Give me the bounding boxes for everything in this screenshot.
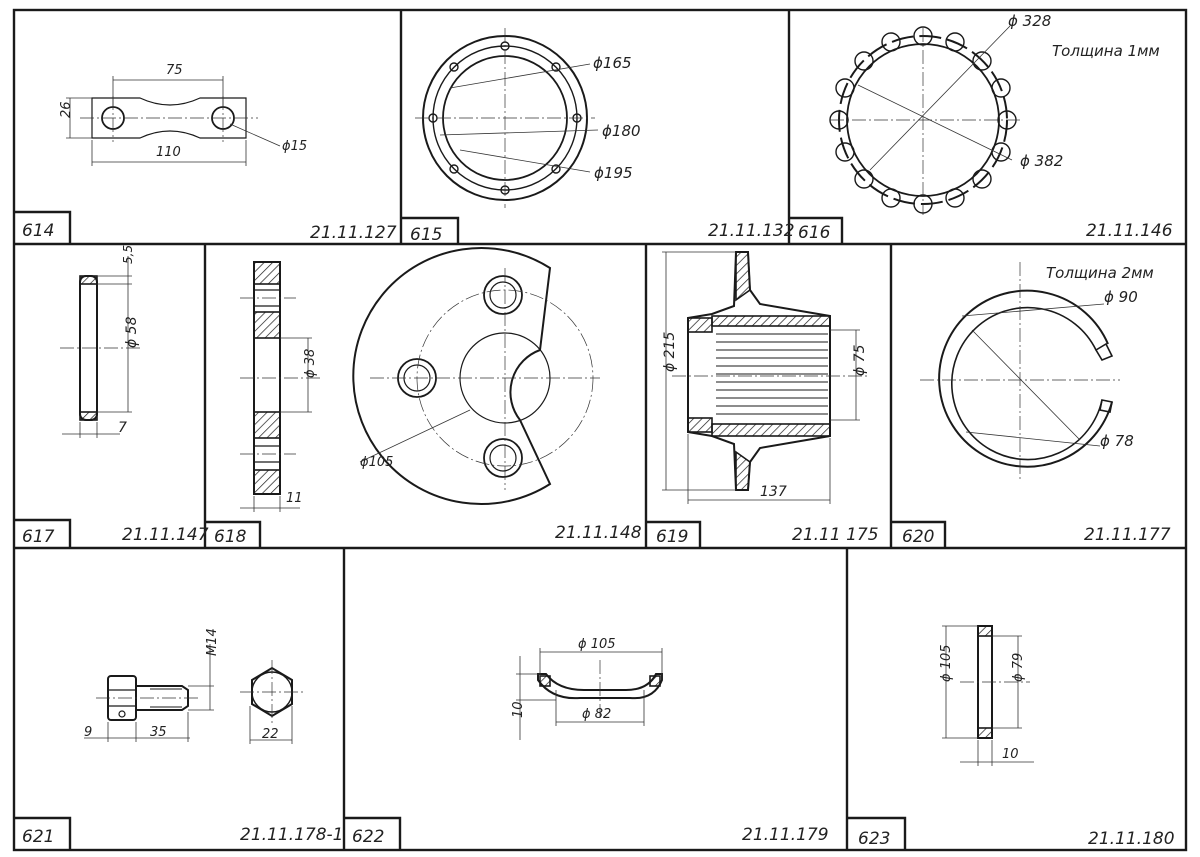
dim-length-110: 110 <box>156 145 181 160</box>
cell-number: 620 <box>902 527 934 547</box>
cell-622: ϕ 105 ϕ 82 10 622 21.11.179 <box>352 637 829 847</box>
dim-11: 11 <box>286 491 303 506</box>
hub-flange-outline <box>687 251 831 491</box>
cell-number: 617 <box>22 527 55 547</box>
hole-top <box>483 275 523 315</box>
cell-number: 619 <box>656 527 688 547</box>
dim-diameter-79: ϕ 79 <box>1011 653 1026 682</box>
dim-hole-diameter: ϕ15 <box>282 139 307 154</box>
part-code: 21.11 175 <box>792 525 879 545</box>
cell-620: ϕ 90 ϕ 78 Толщина 2мм 620 21.11.177 <box>902 262 1171 547</box>
grid-frame <box>12 8 1188 852</box>
dim-diameter-180: ϕ180 <box>602 122 641 140</box>
hole-bottom <box>483 438 523 478</box>
dim-diameter-90: ϕ 90 <box>1104 288 1138 306</box>
dim-diameter-382: ϕ 382 <box>1020 152 1063 170</box>
dim-diameter-38: ϕ 38 <box>303 349 318 378</box>
thickness-note: Толщина 2мм <box>1046 264 1154 282</box>
dim-diameter-78: ϕ 78 <box>1100 432 1134 450</box>
part-code: 21.11.148 <box>555 523 642 543</box>
dim-height-26: 26 <box>59 101 74 118</box>
part-code: 21.11.178-1 <box>240 825 343 845</box>
dim-7: 7 <box>118 420 127 436</box>
dim-length-137: 137 <box>760 484 787 500</box>
dim-diameter-82: ϕ 82 <box>582 707 611 722</box>
part-code: 21.11.179 <box>742 825 829 845</box>
cell-619: ϕ 215 ϕ 75 137 619 21.11 175 <box>656 251 879 547</box>
cell-621: M14 9 35 22 621 21.11.178-1 <box>22 628 343 847</box>
dim-thread-m14: M14 <box>205 628 220 656</box>
cell-number: 621 <box>22 827 54 847</box>
dim-diameter-75: ϕ 75 <box>852 344 868 376</box>
dim-diameter-105: ϕ105 <box>360 455 393 470</box>
dim-thickness-10: 10 <box>1002 747 1019 762</box>
dim-length-75: 75 <box>166 63 183 78</box>
spline-lines <box>716 333 828 415</box>
thickness-note: Толщина 1мм <box>1052 42 1160 60</box>
cell-614: 75 26 110 ϕ15 614 21.11.127 <box>22 63 397 243</box>
part-code: 21.11.180 <box>1088 829 1175 849</box>
cell-616: ϕ 328 ϕ 382 Толщина 1мм 616 21.11.146 <box>798 12 1173 243</box>
part-code: 21.11.147 <box>122 525 209 545</box>
dim-5-5: 5,5 <box>121 245 135 264</box>
plate-outline <box>91 97 247 139</box>
part-code: 21.11.177 <box>1084 525 1171 545</box>
cell-number: 615 <box>410 225 442 245</box>
dim-diameter-58: ϕ 58 <box>124 316 140 348</box>
bolt-shank <box>135 685 189 711</box>
cell-number: 622 <box>352 827 384 847</box>
cell-617: 5,5 ϕ 58 7 617 21.11.147 <box>22 245 209 547</box>
part-code: 21.11.127 <box>310 223 397 243</box>
dim-length-35: 35 <box>150 725 167 740</box>
cell-618: ϕ 38 11 ϕ105 618 21.11.148 <box>214 247 642 547</box>
dim-diameter-165: ϕ165 <box>593 54 632 72</box>
dim-diameter-105: ϕ 105 <box>939 644 954 682</box>
cell-623: ϕ 105 ϕ 79 10 623 21.11.180 <box>858 625 1175 849</box>
part-code: 21.11.146 <box>1086 221 1173 241</box>
snap-ring-outer <box>938 289 1113 468</box>
dim-height-10: 10 <box>511 701 526 718</box>
cell-number: 623 <box>858 829 890 849</box>
cell-615: ϕ165 ϕ180 ϕ195 615 21.11.132 <box>410 28 795 245</box>
cell-number: 616 <box>798 223 831 243</box>
dim-diameter-105: ϕ 105 <box>578 637 616 652</box>
part-code: 21.11.132 <box>708 221 795 241</box>
dim-hex-22: 22 <box>262 727 279 742</box>
cell-number: 614 <box>22 221 54 241</box>
snap-ring-inner <box>951 306 1103 461</box>
dim-head-9: 9 <box>84 725 92 740</box>
flange-plan-outline <box>352 247 552 505</box>
cup-outline <box>537 673 663 700</box>
dim-diameter-195: ϕ195 <box>594 164 633 182</box>
cell-number: 618 <box>214 527 247 547</box>
dim-diameter-328: ϕ 328 <box>1008 12 1051 30</box>
dim-diameter-215: ϕ 215 <box>662 332 678 373</box>
